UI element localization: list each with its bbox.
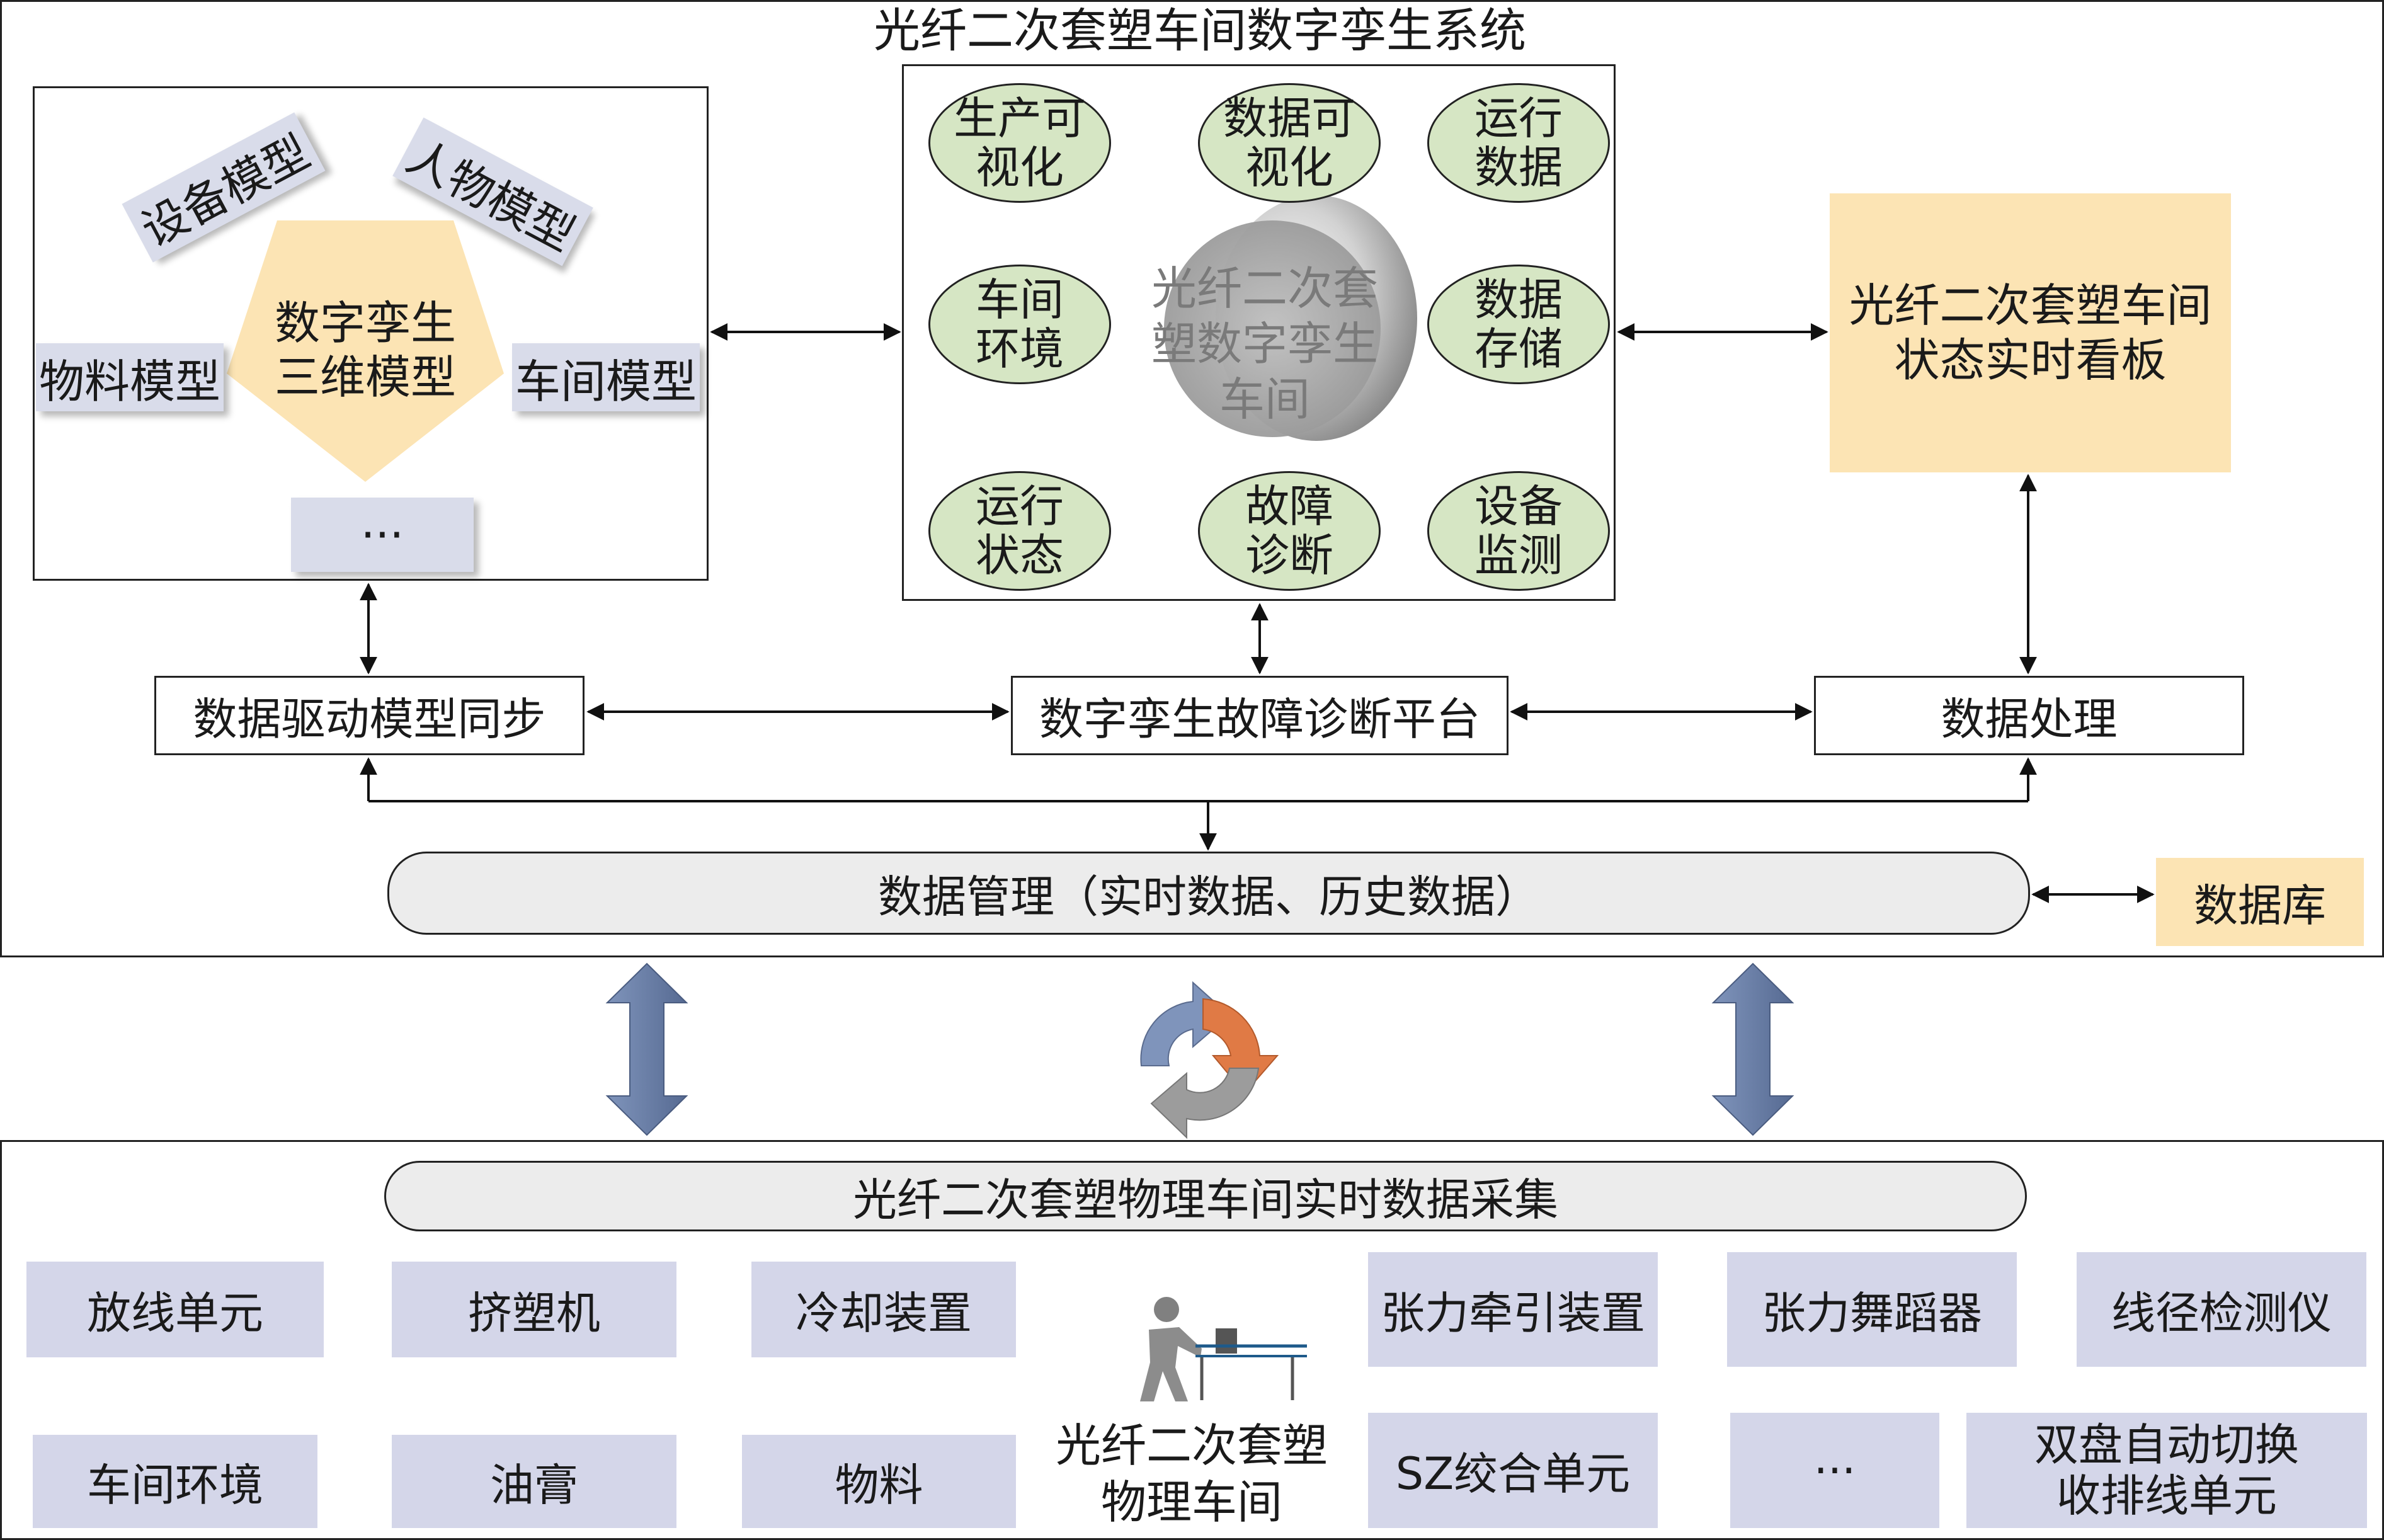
function-equipment-monitor: 设备 监测 <box>1427 471 1610 591</box>
sync-cycle-icon <box>1140 981 1279 1139</box>
left-layer-link-arrow <box>605 962 688 1136</box>
model-panel <box>33 86 709 581</box>
device-workshop-env: 车间环境 <box>33 1435 317 1528</box>
workshop-model-tag: 车间模型 <box>512 343 700 411</box>
device-extruder: 挤塑机 <box>392 1262 676 1357</box>
physical-workshop-frame <box>0 1140 2384 1540</box>
device-payoff-unit: 放线单元 <box>26 1262 324 1357</box>
device-material: 物料 <box>742 1435 1016 1528</box>
function-data-storage: 数据 存储 <box>1427 265 1610 384</box>
device-dual-reel-takeup: 双盘自动切换 收排线单元 <box>1966 1413 2367 1528</box>
function-run-state: 运行 状态 <box>928 471 1111 591</box>
device-sz-stranding: SZ绞合单元 <box>1368 1413 1658 1528</box>
function-fault-diagnosis: 故障 诊断 <box>1198 471 1381 591</box>
system-frame <box>0 0 2384 957</box>
system-title: 光纤二次套塑车间数字孪生系统 <box>743 3 1657 59</box>
twin-core-sphere <box>1164 195 1417 441</box>
right-layer-link-arrow <box>1711 962 1794 1136</box>
device-filling-gel: 油膏 <box>392 1435 676 1528</box>
data-management-bar: 数据管理（实时数据、历史数据） <box>387 852 2030 935</box>
device-cooling: 冷却装置 <box>751 1262 1016 1357</box>
device-tension-traction: 张力牵引装置 <box>1368 1252 1658 1367</box>
model-core-label: 数字孪生 三维模型 <box>274 297 456 404</box>
model-core-pentagon <box>227 220 504 482</box>
status-dashboard: 光纤二次套塑车间 状态实时看板 <box>1830 193 2231 472</box>
material-model-tag: 物料模型 <box>36 343 224 411</box>
device-more: ··· <box>1730 1413 1939 1528</box>
worker-operating-machine-icon <box>1140 1297 1307 1401</box>
twin-core-label: 光纤二次套 塑数字孪生 车间 <box>1151 262 1378 426</box>
database-box: 数据库 <box>2156 858 2364 946</box>
physical-workshop-label: 光纤二次套塑 物理车间 <box>1055 1419 1328 1529</box>
digital-twin-panel <box>902 64 1616 601</box>
function-production-visual: 生产可 视化 <box>928 83 1111 203</box>
function-workshop-env: 车间 环境 <box>928 265 1111 384</box>
function-run-data: 运行 数据 <box>1427 83 1610 203</box>
data-processing-box: 数据处理 <box>1814 676 2244 755</box>
device-tension-dancer: 张力舞蹈器 <box>1727 1252 2017 1367</box>
more-models-tag: ··· <box>291 498 474 572</box>
function-data-visual: 数据可 视化 <box>1198 83 1381 203</box>
data-collection-bar: 光纤二次套塑物理车间实时数据采集 <box>384 1161 2027 1231</box>
data-driven-sync-box: 数据驱动模型同步 <box>154 676 585 755</box>
device-diameter-gauge: 线径检测仪 <box>2077 1252 2366 1367</box>
fault-diagnosis-platform-box: 数字孪生故障诊断平台 <box>1011 676 1509 755</box>
